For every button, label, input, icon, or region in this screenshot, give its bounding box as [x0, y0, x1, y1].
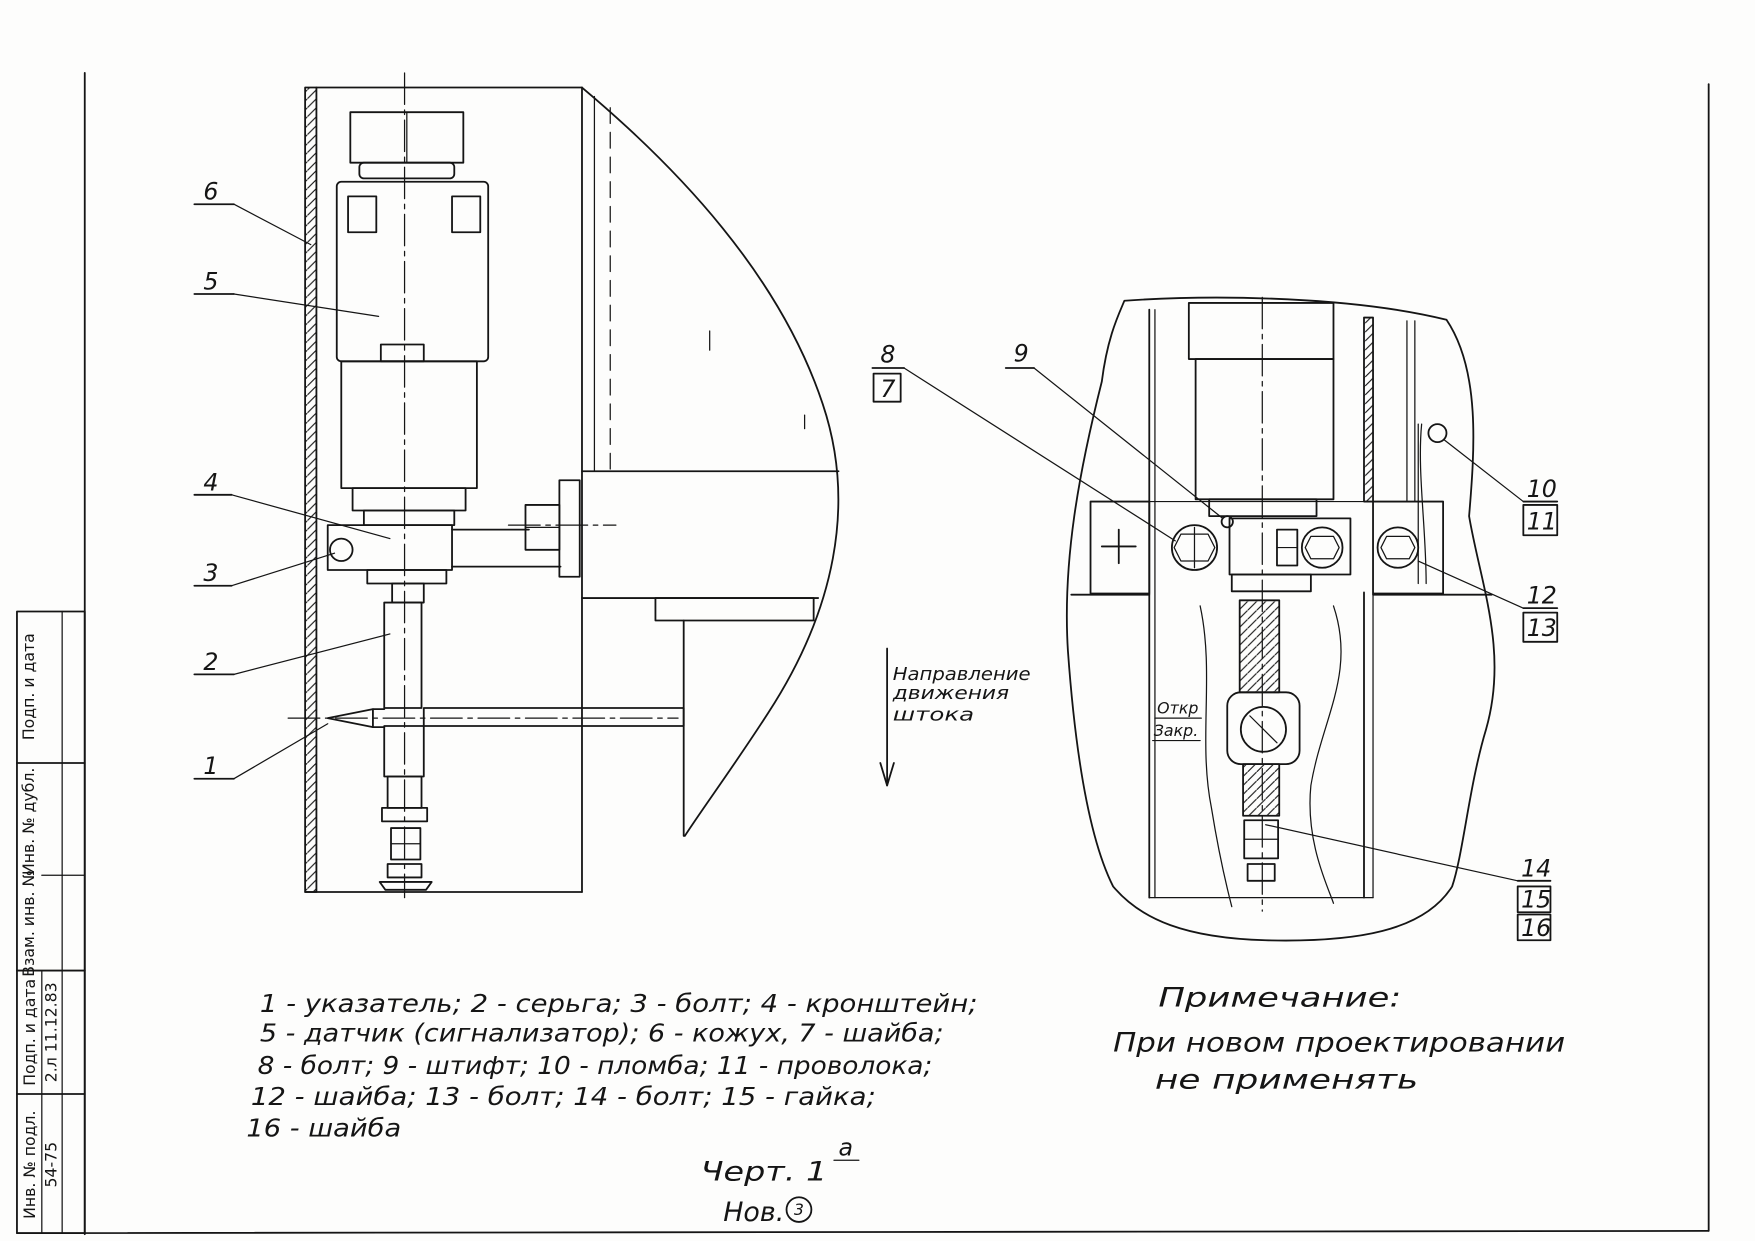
callout-14-15-16: [1265, 824, 1552, 942]
note-title: Примечание:: [1158, 983, 1401, 1014]
callout-5: [193, 293, 380, 318]
stamp-orig-inv: Инв. № подл.: [20, 1111, 39, 1219]
callout-6: [193, 203, 312, 246]
detail-linkage: [1226, 296, 1312, 912]
callout-9-label: 9: [1014, 339, 1029, 367]
callout-7-label: 7: [880, 375, 895, 403]
direction-label-line-1: Направление: [893, 664, 1031, 685]
casing: [304, 86, 840, 893]
detail-view: [1065, 296, 1496, 942]
callout-2-label: 2: [203, 648, 218, 676]
detail-bolt-12: [1376, 526, 1420, 569]
callout-3-label: 3: [203, 559, 218, 587]
callout-1-label: 1: [203, 752, 218, 780]
detail-break-outline: [1065, 296, 1496, 942]
detail-sensor: [1187, 302, 1335, 518]
stamp-sign-date-top: Подп. и дата: [19, 633, 38, 740]
revision-number: 3: [794, 1200, 804, 1219]
parts-legend: 1 - указатель; 2 - серьга; 3 - болт; 4 -…: [246, 989, 977, 1142]
callout-4: [193, 493, 391, 540]
stamp-sign-date-value: 2.л 11.12.83: [41, 982, 60, 1082]
legend-line: 1 - указатель; 2 - серьга; 3 - болт; 4 -…: [260, 989, 978, 1018]
callout-8-7: [871, 367, 1176, 542]
note-line-1: При новом проектировании: [1113, 1027, 1565, 1058]
stamp-replace-inv: Взам. инв. №: [19, 870, 38, 977]
callout-13-label: 13: [1527, 614, 1557, 642]
detail-pin-9: [1220, 515, 1234, 529]
left-view: [287, 72, 840, 899]
sensor: [335, 111, 490, 527]
bolt-3: [329, 537, 354, 562]
note-line-2: не применять: [1155, 1064, 1418, 1095]
revision-circle: [785, 1196, 813, 1223]
callout-8-label: 8: [880, 341, 895, 369]
callout-3: [193, 552, 336, 587]
callout-15-label: 15: [1521, 886, 1551, 914]
pointer: [326, 707, 685, 728]
direction-label-line-2: движения: [892, 683, 1010, 704]
callout-4-label: 4: [203, 468, 218, 496]
drawing-number-suffix: а: [839, 1134, 854, 1162]
detail-clamp: [1228, 517, 1352, 576]
legend-line: 12 - шайба; 13 - болт; 14 - болт; 15 - г…: [251, 1082, 876, 1111]
stamp-sign-date: Подп. и дата: [20, 979, 39, 1086]
callout-16-label: 16: [1521, 914, 1551, 942]
direction-label-line-3: штока: [893, 704, 974, 725]
direction-arrow: [879, 647, 895, 787]
callout-6-label: 6: [203, 178, 218, 206]
detail-plates: [1089, 500, 1445, 595]
callout-12-label: 12: [1527, 582, 1557, 610]
detail-bolt-8: [1170, 524, 1218, 571]
callout-10-11: [1443, 439, 1559, 537]
bracket: [326, 479, 617, 578]
note: Примечание: При новом проектировании не …: [1113, 983, 1565, 1096]
callout-2: [193, 633, 391, 676]
stamp-orig-inv-value: 54-75: [41, 1142, 60, 1188]
shackle: [366, 569, 448, 891]
callout-5-label: 5: [203, 268, 218, 296]
revision-label: Нов.: [723, 1197, 784, 1228]
callout-11-label: 11: [1527, 508, 1557, 536]
legend-line: 16 - шайба: [246, 1114, 401, 1143]
callout-1: [193, 723, 329, 780]
stamp-dup-inv: Инв. № дубл.: [19, 768, 38, 875]
position-open-label: Откр: [1157, 699, 1198, 718]
callout-10-label: 10: [1527, 475, 1557, 503]
center-lines: [287, 72, 679, 899]
callout-9: [1004, 367, 1224, 520]
callout-12-13: [1417, 560, 1559, 643]
title-block-strip: [16, 610, 86, 1235]
callout-14-label: 14: [1521, 854, 1551, 882]
legend-line: 8 - болт; 9 - штифт; 10 - пломба; 11 - п…: [258, 1051, 933, 1080]
drawing-number: Черт. 1: [701, 1156, 828, 1187]
legend-line: 5 - датчик (сигнализатор); 6 - кожух, 7 …: [260, 1018, 944, 1047]
position-closed-label: Закр.: [1154, 721, 1198, 740]
